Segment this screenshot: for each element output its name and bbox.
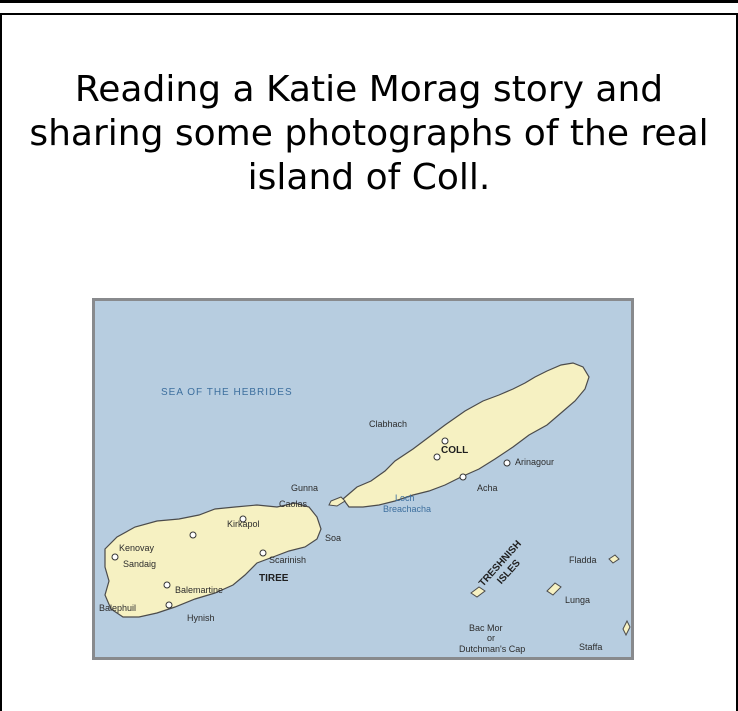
soa-label: Soa [325,533,341,543]
coll-tiree-map: SEA OF THE HEBRIDES Clabhach COLL Arinag… [92,298,634,660]
tiree-island [104,502,322,618]
bacmor-label-line1: Bac Mor [469,623,503,633]
staffa-isle [622,619,631,637]
bacmor-label-line3: Dutchman's Cap [459,644,525,654]
sandaig-label: Sandaig [123,559,156,569]
coll-island [342,362,590,508]
kirkapol-marker [239,515,247,523]
fladda-label: Fladda [569,555,597,565]
map-graphic: SEA OF THE HEBRIDES Clabhach COLL Arinag… [95,301,631,657]
arinagour-marker [503,459,511,467]
scarinish-label: Scarinish [269,555,306,565]
fladda-isle [608,554,620,564]
lunga-label: Lunga [565,595,590,605]
sea-label: SEA OF THE HEBRIDES [161,387,293,398]
sandaig-marker [111,553,119,561]
kenovay-marker [189,531,197,539]
balemartine-label: Balemartine [175,585,223,595]
acha-label: Acha [477,483,498,493]
balemartine-marker [163,581,171,589]
scarinish-marker [259,549,267,557]
staffa-label: Staffa [579,642,602,652]
gunna-label: Gunna [291,483,318,493]
kenovay-label: Kenovay [119,543,155,553]
clabhach-marker [433,453,441,461]
caolas-label: Caolas [279,499,308,509]
slide-caption: Reading a Katie Morag story and sharing … [29,69,709,198]
arinagour-label: Arinagour [515,457,554,467]
acha-marker [459,473,467,481]
top-border [0,0,738,3]
frame-right-border [736,13,738,711]
bacmor-label-line2: or [487,633,495,643]
hynish-label: Hynish [187,613,215,623]
loch-label-line1: Loch [395,493,415,503]
frame-left-border [0,13,2,711]
coll-settlement-marker [441,437,449,445]
lunga-isle [546,582,562,596]
balephuil-label: Balephuil [99,603,136,613]
loch-label-line2: Breachacha [383,504,431,514]
treshnish-isle [470,586,486,598]
coll-label: COLL [441,445,468,456]
hynish-marker [165,601,173,609]
clabhach-label: Clabhach [369,419,407,429]
frame-top-border [0,13,738,15]
gunna-island [328,496,346,507]
kirkapol-label: Kirkapol [227,519,260,529]
tiree-label: TIREE [259,573,289,584]
